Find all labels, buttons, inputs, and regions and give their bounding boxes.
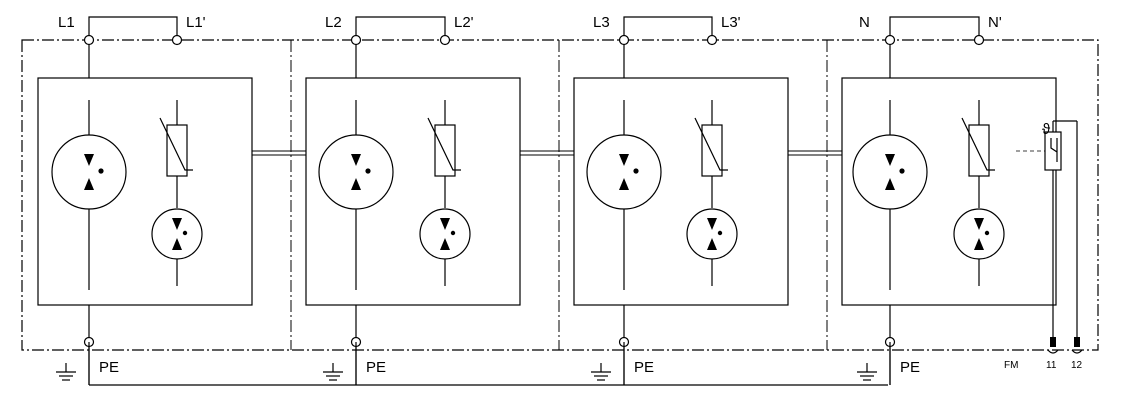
arrow-down-icon (707, 218, 717, 230)
module-3: L3 L3' PE (573, 14, 789, 385)
gas-discharge-tube-icon (318, 134, 394, 210)
pe-label: PE (366, 359, 386, 376)
arrow-down-icon (351, 154, 361, 166)
switch-contact (1050, 138, 1058, 162)
terminal-circle-icon (973, 34, 985, 46)
gas-discharge-tube-icon (586, 134, 662, 210)
varistor-slash (159, 117, 193, 171)
arrow-up-icon (619, 178, 629, 190)
module-4: N N' PE (841, 14, 1057, 385)
tube-circle (852, 134, 928, 210)
output-terminal-label: N' (988, 14, 1002, 31)
terminal-block-12 (1074, 337, 1080, 347)
varistor-slash (427, 117, 461, 171)
bridge-wire (88, 16, 178, 40)
tube-circle (586, 134, 662, 210)
terminal-12-label: 12 (1071, 360, 1083, 371)
tube-dot (365, 168, 371, 174)
terminal-fork-12 (1071, 349, 1083, 354)
terminal-circle-icon (884, 34, 896, 46)
arrow-down-icon (885, 154, 895, 166)
varistor-icon (961, 117, 995, 177)
pe-label: PE (99, 359, 119, 376)
varistor-icon (694, 117, 728, 177)
arrow-up-icon (707, 238, 717, 250)
terminal-fork-11 (1047, 349, 1059, 354)
terminal-circle-icon (706, 34, 718, 46)
bridge-wire (355, 16, 446, 40)
arrow-up-icon (974, 238, 984, 250)
module-2: L2 L2' PE (305, 14, 521, 385)
terminal-circle-icon (618, 34, 630, 46)
terminal-circle-icon (350, 34, 362, 46)
arrow-up-icon (440, 238, 450, 250)
varistor-icon (159, 117, 193, 177)
gas-discharge-tube-icon (852, 134, 928, 210)
arrow-up-icon (84, 178, 94, 190)
module-1: L1 L1' PE (37, 14, 253, 385)
arrow-up-icon (172, 238, 182, 250)
protection-module-box (37, 77, 253, 306)
tube-circle (51, 134, 127, 210)
gas-discharge-tube-icon (51, 134, 127, 210)
terminal-block-11 (1050, 337, 1056, 347)
input-terminal-label: N (859, 14, 870, 31)
tube-dot (899, 168, 905, 174)
terminal-circle-icon (83, 34, 95, 46)
protection-module-box (841, 77, 1057, 306)
tube-circle (318, 134, 394, 210)
arrow-down-icon (84, 154, 94, 166)
input-terminal-label: L2 (325, 14, 342, 31)
arrow-down-icon (172, 218, 182, 230)
bridge-wire (889, 16, 980, 40)
ground-icon (857, 363, 877, 381)
terminal-11-label: 11 (1046, 360, 1057, 371)
thermal-disconnect-icon: ϑ (1042, 121, 1051, 138)
pe-label: PE (900, 359, 920, 376)
tube-dot (450, 230, 456, 236)
arrow-down-icon (619, 154, 629, 166)
input-terminal-label: L1 (58, 14, 75, 31)
varistor-slash (694, 117, 728, 171)
ground-icon (591, 363, 611, 381)
input-terminal-label: L3 (593, 14, 610, 31)
remote-contact-label: FM (1004, 360, 1018, 371)
arrow-up-icon (885, 178, 895, 190)
tube-dot (98, 168, 104, 174)
output-terminal-label: L3' (721, 14, 741, 31)
arrow-down-icon (440, 218, 450, 230)
ground-icon (323, 363, 343, 381)
tube-dot (717, 230, 723, 236)
protection-module-box (573, 77, 789, 306)
arrow-down-icon (974, 218, 984, 230)
varistor-slash (961, 117, 995, 171)
protection-module-box (305, 77, 521, 306)
tube-dot (984, 230, 990, 236)
output-terminal-label: L1' (186, 14, 206, 31)
enclosure-boundary (21, 39, 1099, 351)
bridge-wire (623, 16, 713, 40)
terminal-circle-icon (171, 34, 183, 46)
pe-label: PE (634, 359, 654, 376)
terminal-circle-icon (439, 34, 451, 46)
tube-dot (182, 230, 188, 236)
tube-dot (633, 168, 639, 174)
remote-contact: ϑFM 11 12 (1004, 120, 1083, 371)
output-terminal-label: L2' (454, 14, 474, 31)
arrow-up-icon (351, 178, 361, 190)
ground-icon (56, 363, 76, 381)
